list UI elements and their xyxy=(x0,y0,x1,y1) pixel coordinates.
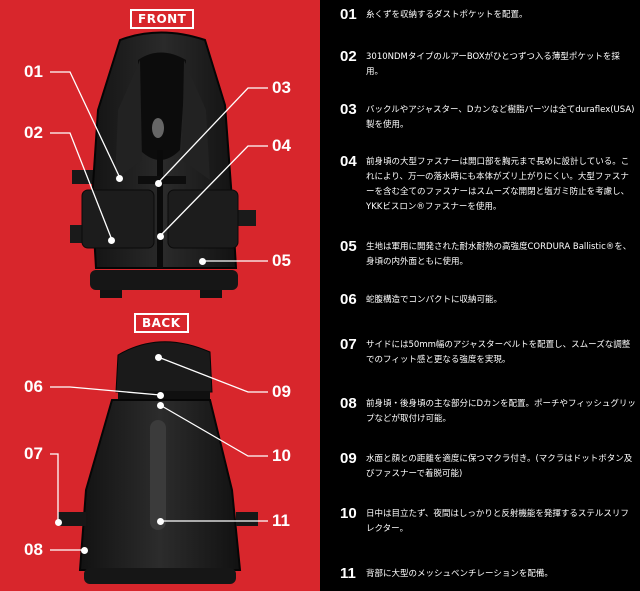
front-label: FRONT xyxy=(130,9,195,29)
feature-number: 04 xyxy=(340,153,357,170)
callout-09: 09 xyxy=(272,382,291,401)
callout-07: 07 xyxy=(24,444,43,463)
feature-number: 07 xyxy=(340,336,357,353)
marker-04 xyxy=(157,233,164,240)
product-diagram-panel: FRONT BACK 01 02 03 04 05 06 07 08 09 10… xyxy=(0,0,320,591)
marker-09 xyxy=(155,354,162,361)
feature-text: 日中は目立たず、夜間はしっかりと反射機能を発揮するステルスリフレクター。 xyxy=(366,509,629,534)
callout-05: 05 xyxy=(272,251,291,270)
marker-11 xyxy=(157,518,164,525)
callout-02: 02 xyxy=(24,123,43,142)
callout-04: 04 xyxy=(272,136,291,155)
front-vest-illustration xyxy=(70,31,256,298)
feature-number: 10 xyxy=(340,505,357,522)
callout-10: 10 xyxy=(272,446,291,465)
feature-text: サイドには50mm幅のアジャスターベルトを配置し、スムーズな調整でのフィット感と… xyxy=(366,340,631,365)
marker-03 xyxy=(155,180,162,187)
feature-text: 生地は軍用に開発された耐水耐熱の高強度CORDURA Ballistic®を、身… xyxy=(366,242,632,267)
marker-07 xyxy=(55,519,62,526)
marker-06 xyxy=(157,392,164,399)
feature-number: 09 xyxy=(340,450,357,467)
marker-08 xyxy=(81,547,88,554)
feature-text: 3010NDMタイプのルアーBOXがひとつずつ入る薄型ポケットを採用。 xyxy=(366,52,620,77)
feature-number: 02 xyxy=(340,48,357,65)
feature-text: 糸くずを収納するダストポケットを配置。 xyxy=(366,10,528,20)
feature-text: 背部に大型のメッシュベンチレーションを配備。 xyxy=(366,569,553,579)
feature-list: 01 糸くずを収納するダストポケットを配置。 02 3010NDMタイプのルアー… xyxy=(320,0,640,591)
feature-number: 01 xyxy=(340,6,357,23)
marker-02 xyxy=(108,237,115,244)
marker-05 xyxy=(199,258,206,265)
feature-number: 03 xyxy=(340,101,357,118)
callout-08: 08 xyxy=(24,540,43,559)
feature-text: 前身頃・後身頃の主な部分にDカンを配置。ポーチやフィッシュグリップなどが取付け可… xyxy=(366,399,636,424)
feature-number: 08 xyxy=(340,395,357,412)
feature-number: 05 xyxy=(340,238,357,255)
feature-text: 水面と顔との距離を適度に保つマクラ付き。(マクラはドットボタン及びファスナーで着… xyxy=(366,454,633,479)
feature-number: 06 xyxy=(340,291,357,308)
feature-text: バックルやアジャスター、Dカンなど樹脂パーツは全てduraflex(USA)製を… xyxy=(366,105,635,130)
callout-03: 03 xyxy=(272,78,291,97)
feature-text: 前身頃の大型ファスナーは開口部を胸元まで長めに設計している。これにより、万一の落… xyxy=(366,157,630,212)
feature-number: 11 xyxy=(340,565,356,582)
back-label: BACK xyxy=(134,313,189,333)
callout-06: 06 xyxy=(24,377,43,396)
feature-text: 蛇腹構造でコンパクトに収納可能。 xyxy=(366,295,503,305)
leader-lines xyxy=(50,71,268,551)
marker-01 xyxy=(116,175,123,182)
marker-10 xyxy=(157,402,164,409)
callout-01: 01 xyxy=(24,62,43,81)
back-vest-illustration xyxy=(58,341,258,584)
callout-11: 11 xyxy=(272,511,290,530)
